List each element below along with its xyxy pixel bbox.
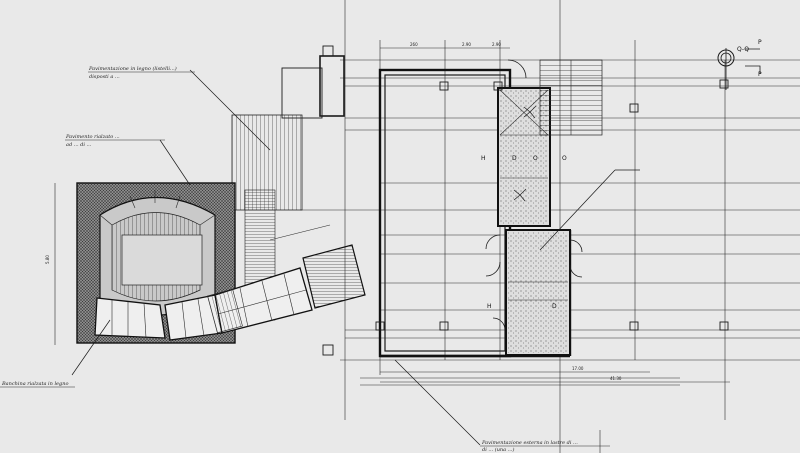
dim-top-b: 2.90 bbox=[462, 42, 471, 47]
dim-top-a: 260 bbox=[410, 42, 418, 47]
section-letter-top: P bbox=[758, 39, 762, 46]
section-label: Q-Q bbox=[737, 46, 749, 53]
note-bottom-center-2: di ... (una ...) bbox=[482, 446, 514, 453]
wooden-landing bbox=[302, 244, 366, 309]
dim-left-height: 5.80 bbox=[45, 255, 50, 264]
section-letter-bottom: P bbox=[758, 71, 762, 78]
stair-top bbox=[539, 59, 603, 136]
note-bottom-left: Banchina rialzata in legno bbox=[1, 381, 68, 387]
column-markers bbox=[322, 45, 729, 356]
dimension-lines bbox=[54, 47, 730, 383]
room-mark-1: H bbox=[481, 155, 486, 162]
dim-bottom-total-2: 41.30 bbox=[610, 376, 622, 381]
dimension-text: 260 2.90 2.90 17.00 41.30 5.80 bbox=[45, 42, 622, 381]
dim-bottom-total-1: 17.00 bbox=[572, 366, 584, 371]
courtyard-upper bbox=[497, 87, 551, 227]
note-mid-left-1: Pavimento rialzato ... bbox=[65, 134, 120, 140]
section-marker: Q-Q P P bbox=[717, 39, 762, 90]
door-swings bbox=[485, 59, 583, 331]
note-mid-left-2: ad ... di ... bbox=[66, 142, 92, 148]
room-marks: H D O O H D bbox=[481, 155, 567, 310]
note-bottom-center-1: Pavimentazione esterna in lastre di ... bbox=[481, 440, 578, 446]
leader-lines bbox=[71, 69, 640, 446]
room-mark-5: H bbox=[487, 303, 492, 310]
glazed-bridge bbox=[94, 267, 313, 341]
room-mark-4: O bbox=[562, 155, 567, 162]
pavilion bbox=[76, 182, 236, 344]
courtyard-lower bbox=[505, 229, 571, 356]
room-mark-6: D bbox=[552, 303, 557, 310]
note-top-left-1: Pavimentazione in legno (listelli...) bbox=[88, 65, 177, 72]
dim-top-c: 2.90 bbox=[492, 42, 501, 47]
room-mark-3: O bbox=[533, 155, 538, 162]
note-top-left-2: disposti a ... bbox=[89, 74, 120, 80]
notes: Pavimentazione in legno (listelli...) di… bbox=[0, 65, 610, 453]
room-mark-2: D bbox=[512, 155, 517, 162]
